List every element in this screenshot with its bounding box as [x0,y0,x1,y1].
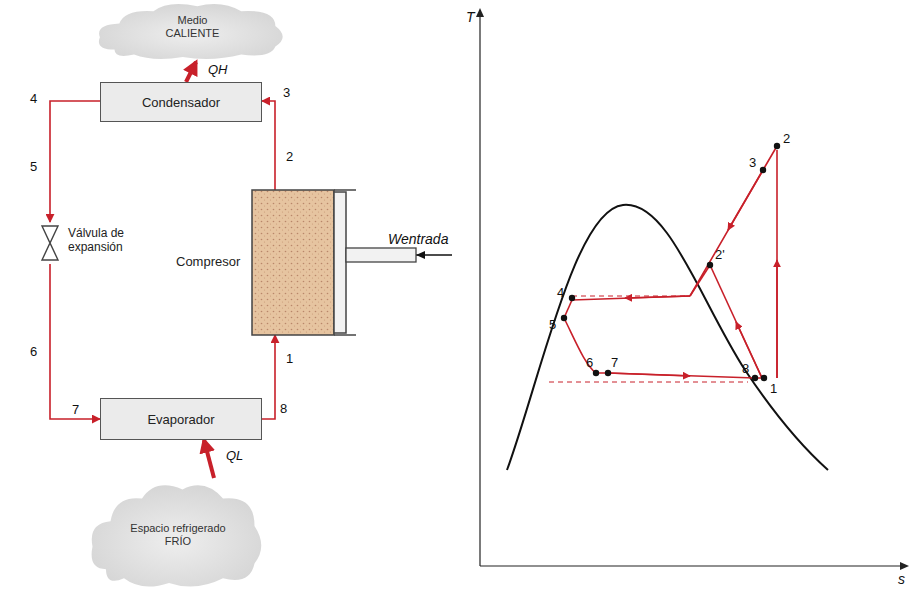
compressor-node: Compresor [170,190,350,335]
callout-number: 4 [30,92,37,105]
state-points [561,143,780,381]
refrigerant-line [262,335,275,419]
cycle-path [564,146,777,378]
axis-label: T [466,10,475,24]
t-axis-head [476,8,484,17]
heat-arrow [204,440,214,478]
work-arrowhead [416,251,425,259]
refrigerant-line [50,264,100,419]
dashed-line [549,382,748,383]
callout-number: 2' [715,248,725,261]
callout-number: 8 [280,402,287,415]
work-label: Wentrada [388,232,448,246]
cloud-node: Espacio refrigerado FRÍO [88,478,268,592]
callout-number: 5 [549,318,556,331]
node-text: Medio CALIENTE [158,14,228,39]
process-box: Evaporador [100,398,262,440]
s-axis-head [900,562,909,570]
heat-label: QH [206,62,230,77]
callout-number: 7 [72,403,79,416]
heat-label: QL [224,448,245,463]
callout-number: 2 [783,132,790,145]
node-text: Compresor [176,254,240,269]
refrigerant-line [262,101,275,190]
callout-number: 3 [749,156,756,169]
s-axis [480,565,905,566]
callout-number: 1 [286,352,293,365]
callout-number: 8 [742,362,749,375]
callout-number: 6 [30,345,37,358]
callout-number: 4 [557,286,564,299]
saturation-dome [507,205,828,470]
axis-label: s [898,572,905,586]
t-axis [479,12,480,566]
callout-number: 2 [286,150,293,163]
heat-arrow [186,62,196,82]
callout-number: 1 [770,382,777,395]
node-text: Evaporador [147,412,214,427]
node-text: Válvula de expansión [68,226,140,255]
callout-number: 5 [30,160,37,173]
callout-number: 6 [586,356,593,369]
callout-number: 3 [283,86,290,99]
node-text: Condensador [142,95,220,110]
callout-number: 7 [611,356,618,369]
process-box: Condensador [100,82,262,122]
node-text: Espacio refrigerado FRÍO [123,522,233,547]
valve-node: Válvula de expansión [40,222,150,264]
cloud-node: Medio CALIENTE [95,0,290,62]
refrigerant-line [50,101,100,222]
